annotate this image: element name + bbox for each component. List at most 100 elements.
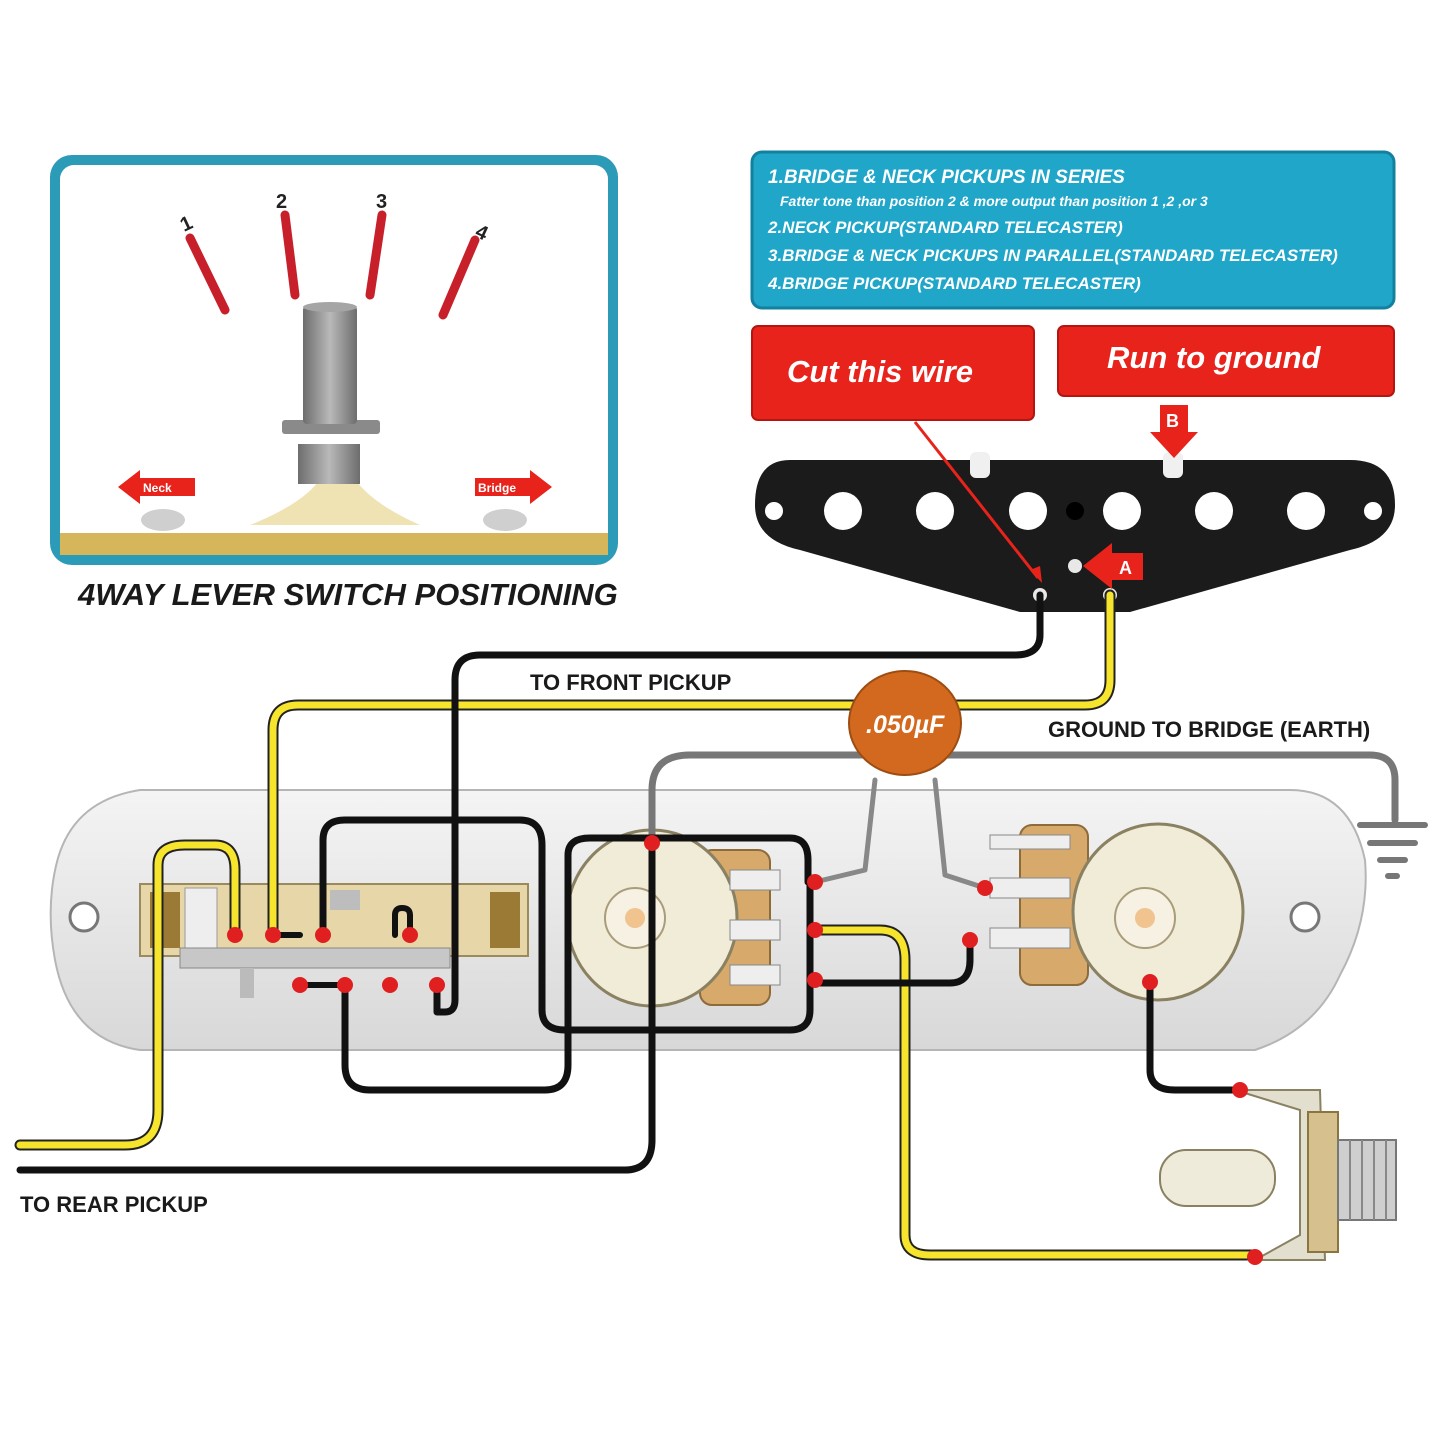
lever-panel: 1 2 3 4 Neck Bridge 4WAY LEVER SWITCH PO…: [50, 155, 618, 612]
position-label-3: 3: [376, 191, 387, 213]
cut-wire-pointer: [913, 421, 1040, 579]
four-way-switch: [139, 883, 529, 998]
switch-loop-wire: [341, 834, 812, 1094]
bridge-stop: [483, 509, 527, 531]
bridge-arrow-icon: Bridge: [475, 470, 552, 504]
lever-collar: [298, 444, 360, 484]
info-line-2: 2.NECK PICKUP(STANDARD TELECASTER): [767, 218, 1123, 237]
rear-yellow-wire: [16, 841, 239, 1149]
solder-joint: [807, 972, 823, 988]
marker-b-icon: B: [1150, 405, 1198, 458]
run-ground-callout: Run to ground: [1057, 325, 1395, 397]
volume-pot-center: [625, 908, 645, 928]
tone-pot: [989, 822, 1245, 1002]
position-line-4: [438, 235, 480, 320]
info-box: 1.BRIDGE & NECK PICKUPS IN SERIES Fatter…: [750, 150, 1396, 310]
rear-black-wire: [16, 836, 656, 1174]
ground-icon: [1357, 822, 1428, 879]
pole-piece: [824, 492, 862, 530]
lever-shaft[interactable]: [303, 306, 357, 424]
mount-hole-right: [1364, 502, 1382, 520]
info-line-1-sub: Fatter tone than position 2 & more outpu…: [780, 193, 1208, 209]
solder-joint: [1247, 1249, 1263, 1265]
pole-piece: [1103, 492, 1141, 530]
plate-screw-hole-right: [1289, 901, 1321, 933]
pickup-tab-left: [970, 452, 990, 478]
marker-a-label: A: [1119, 558, 1132, 578]
plate-screw-hole-left: [68, 901, 100, 933]
solder-joint: [382, 977, 398, 993]
solder-joint: [1232, 1082, 1248, 1098]
mount-hole-left: [765, 502, 783, 520]
rear-pickup-label: TO REAR PICKUP: [20, 1192, 208, 1217]
volume-lug-2: [729, 919, 781, 941]
info-box-bg: [750, 150, 1396, 310]
info-line-1: 1.BRIDGE & NECK PICKUPS IN SERIES: [768, 167, 1125, 188]
pickup-baseplate: [755, 460, 1395, 612]
solder-joint: [292, 977, 308, 993]
volume-lug-1: [729, 869, 781, 891]
tone-lug-3: [989, 927, 1071, 949]
volume-to-tone-wire: [811, 936, 974, 987]
cap-lead-right: [932, 777, 988, 891]
solder-joint: [644, 835, 660, 851]
switch-base: [250, 482, 420, 525]
switch-slider: [330, 890, 360, 910]
capacitor-body: [848, 670, 962, 776]
switch-tab: [240, 968, 254, 998]
solder-joints: [227, 835, 1263, 1265]
lever-panel-base: [60, 533, 608, 555]
jack-thread: [1337, 1139, 1397, 1221]
solder-joint: [227, 927, 243, 943]
position-line-1: [185, 233, 230, 315]
volume-lug-3: [729, 964, 781, 986]
pole-piece: [1195, 492, 1233, 530]
position-line-2: [280, 210, 300, 300]
solder-joint: [1142, 974, 1158, 990]
jack-yellow-wire: [811, 926, 1259, 1259]
position-line-3: [365, 210, 387, 300]
neck-stop: [141, 509, 185, 531]
solder-joint: [337, 977, 353, 993]
jack-sleeve: [1159, 1149, 1276, 1207]
run-ground-box: [1057, 325, 1395, 397]
tone-pot-center: [1135, 908, 1155, 928]
solder-joint: [265, 927, 281, 943]
ground-wire: [648, 751, 1399, 844]
info-line-4: 4.BRIDGE PICKUP(STANDARD TELECASTER): [767, 274, 1141, 293]
solder-joint: [429, 977, 445, 993]
pickup-tab-right: [1163, 452, 1183, 478]
marker-a-icon: A: [1083, 543, 1143, 589]
solder-joint: [402, 927, 418, 943]
cut-wire-label: Cut this wire: [787, 354, 973, 389]
solder-joint: [977, 880, 993, 896]
cut-wire-box: [751, 325, 1035, 421]
run-ground-label: Run to ground: [1107, 340, 1322, 375]
capacitor: .050µF: [848, 670, 962, 776]
output-jack: [1159, 1089, 1397, 1261]
pickup-eyelet: [1068, 559, 1082, 573]
position-label-2: 2: [276, 191, 287, 213]
tone-lug-2: [989, 877, 1071, 899]
bridge-label: Bridge: [478, 481, 516, 495]
marker-b-label: B: [1166, 411, 1179, 431]
lever-panel-title: 4WAY LEVER SWITCH POSITIONING: [77, 577, 618, 612]
front-pickup-label: TO FRONT PICKUP: [530, 670, 731, 695]
lever-tip: [303, 302, 357, 312]
pickup-plate: [755, 452, 1395, 612]
cut-wire-callout: Cut this wire: [751, 325, 1035, 421]
pole-piece: [1287, 492, 1325, 530]
info-line-3: 3.BRIDGE & NECK PICKUPS IN PARALLEL(STAN…: [768, 246, 1338, 265]
switch-lug-strip: [179, 947, 451, 969]
center-hole: [1066, 502, 1084, 520]
neck-arrow-icon: Neck: [118, 470, 195, 504]
tone-lug-1: [989, 834, 1071, 850]
pole-piece: [1009, 492, 1047, 530]
tone-to-jack-wire: [1146, 978, 1244, 1094]
cut-wire-pointer-head: [1030, 566, 1042, 583]
front-yellow-wire: [269, 591, 1114, 939]
solder-joint: [807, 874, 823, 890]
volume-pot: [565, 828, 781, 1008]
ground-bridge-label: GROUND TO BRIDGE (EARTH): [1048, 717, 1370, 742]
